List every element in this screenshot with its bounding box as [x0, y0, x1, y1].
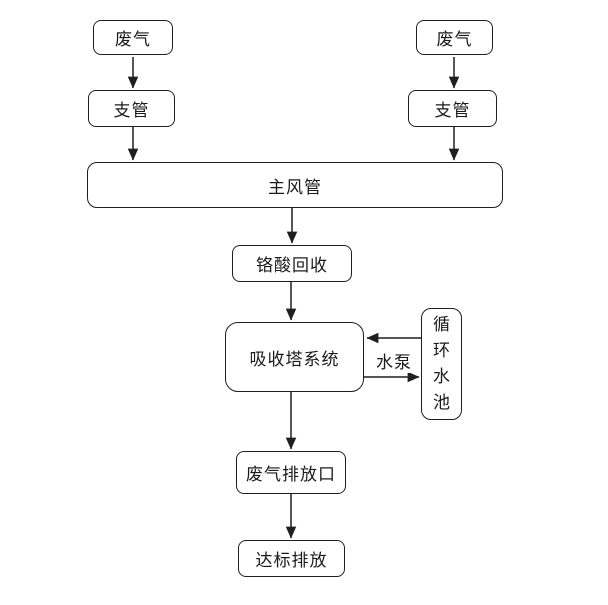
node-waste-gas-left: 废气 — [93, 20, 173, 55]
node-absorption-tower-system-label: 吸收塔系统 — [249, 349, 340, 370]
node-branch-pipe-left-label: 支管 — [113, 101, 150, 121]
node-waste-gas-right-label: 废气 — [436, 30, 473, 50]
node-branch-pipe-right: 支管 — [408, 90, 497, 127]
node-branch-pipe-right-label: 支管 — [434, 101, 471, 121]
water-pump-edge-label: 水泵 — [374, 348, 414, 373]
node-absorption-tower-system: 吸收塔系统 — [225, 322, 364, 392]
node-standard-discharge-label: 达标排放 — [255, 551, 328, 571]
node-main-duct: 主风管 — [87, 162, 503, 208]
node-waste-gas-outlet-label: 废气排放口 — [246, 465, 336, 485]
node-chromic-acid-recovery-label: 铬酸回收 — [256, 256, 328, 276]
node-waste-gas-outlet: 废气排放口 — [236, 451, 346, 494]
node-circulating-water-pool-label: 循环水池 — [433, 315, 450, 413]
node-waste-gas-right: 废气 — [416, 20, 493, 55]
node-waste-gas-left-label: 废气 — [115, 30, 151, 50]
node-standard-discharge: 达标排放 — [238, 540, 345, 577]
node-chromic-acid-recovery: 铬酸回收 — [232, 245, 352, 282]
node-branch-pipe-left: 支管 — [88, 90, 175, 127]
node-main-duct-label: 主风管 — [268, 177, 322, 198]
node-circulating-water-pool: 循环水池 — [421, 308, 462, 420]
